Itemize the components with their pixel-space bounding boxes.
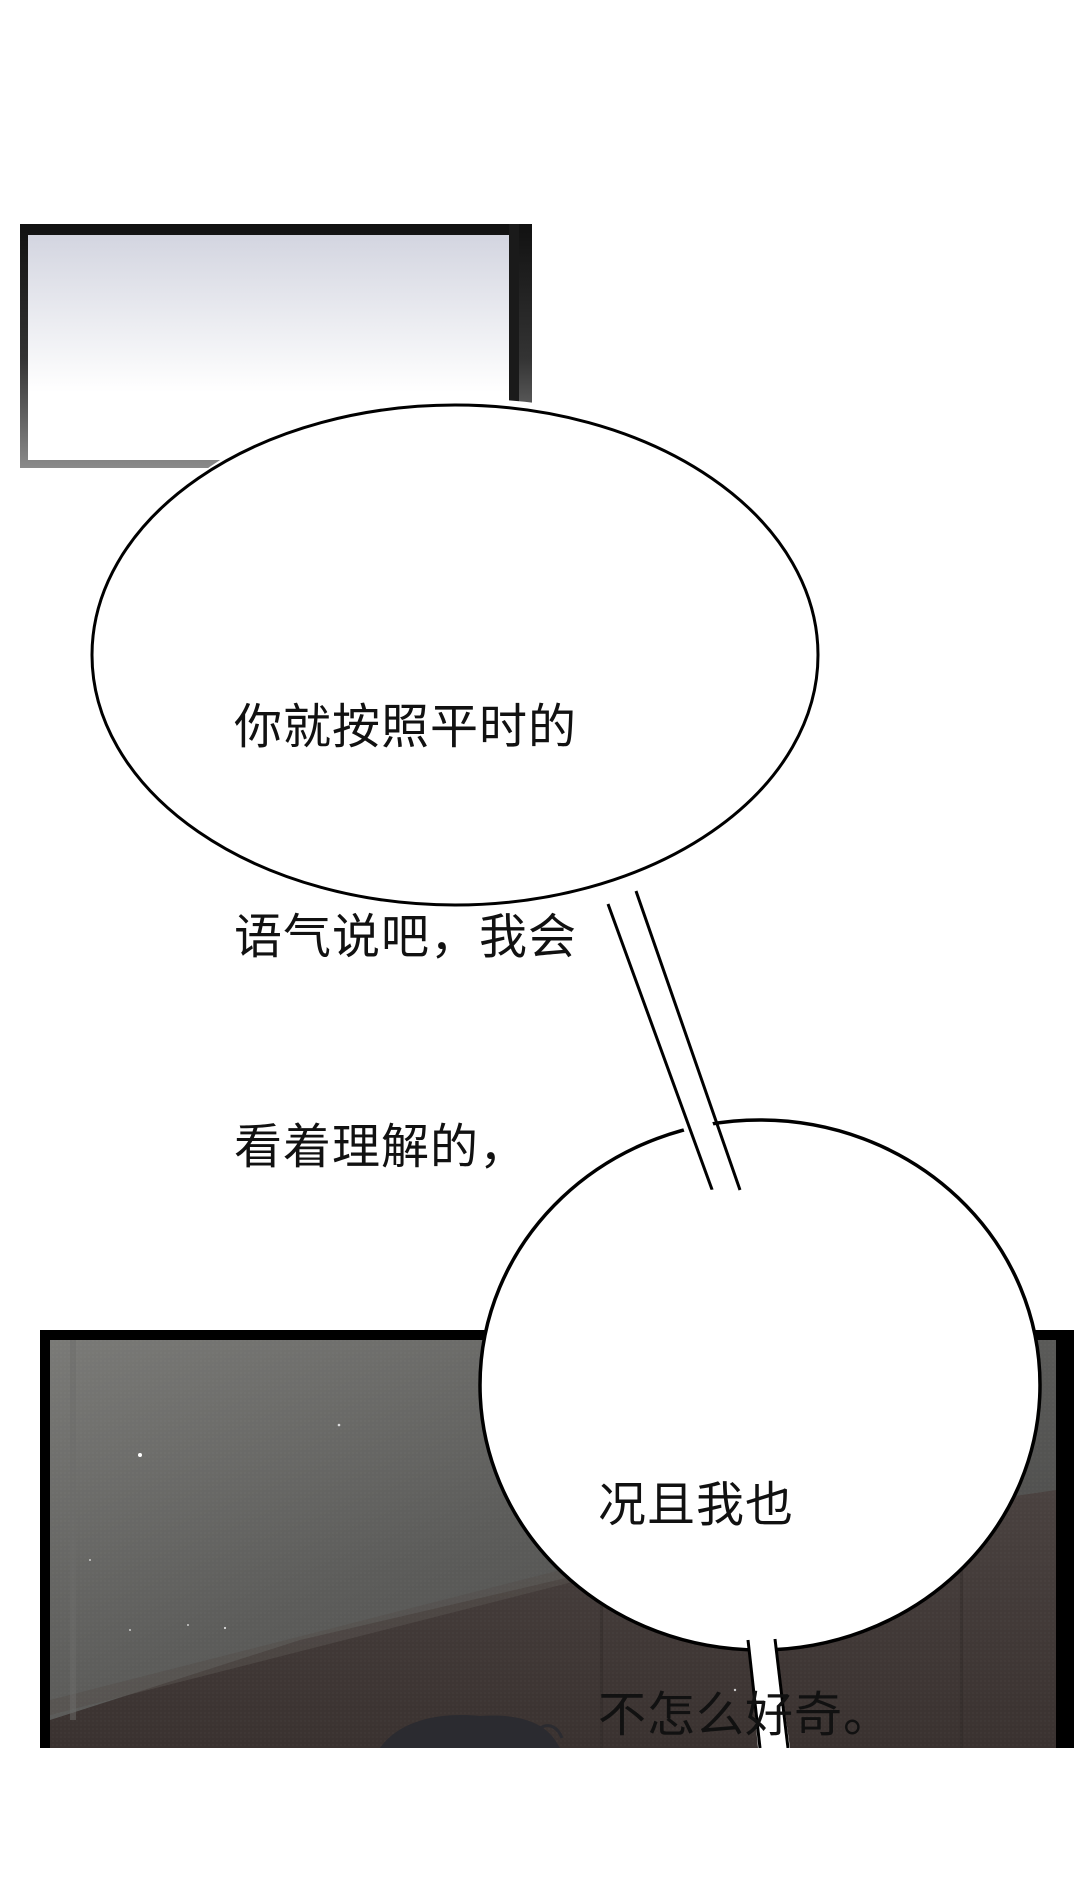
bubble-2-line-2: 不怎么好奇。 [598,1687,893,1743]
bubble-1-text: 你就按照平时的 语气说吧，我会 看着理解的， [234,552,577,1322]
top-panel [20,224,532,468]
bubble-2-tail [746,1632,790,1748]
bubble-connector-tail [606,890,742,1204]
bubble-2-text: 况且我也 不怎么好奇。 [598,1330,892,1890]
bubble-2-line-1: 况且我也 [598,1477,795,1533]
comic-artwork [20,224,1074,1748]
bubble-1-line-3: 看着理解的， [234,1119,529,1175]
comic-page: 你就按照平时的 语气说吧，我会 看着理解的， 况且我也 不怎么好奇。 [20,224,1074,1748]
bubble-1-line-1: 你就按照平时的 [234,699,578,755]
bubble-1-line-2: 语气说吧，我会 [234,909,578,965]
